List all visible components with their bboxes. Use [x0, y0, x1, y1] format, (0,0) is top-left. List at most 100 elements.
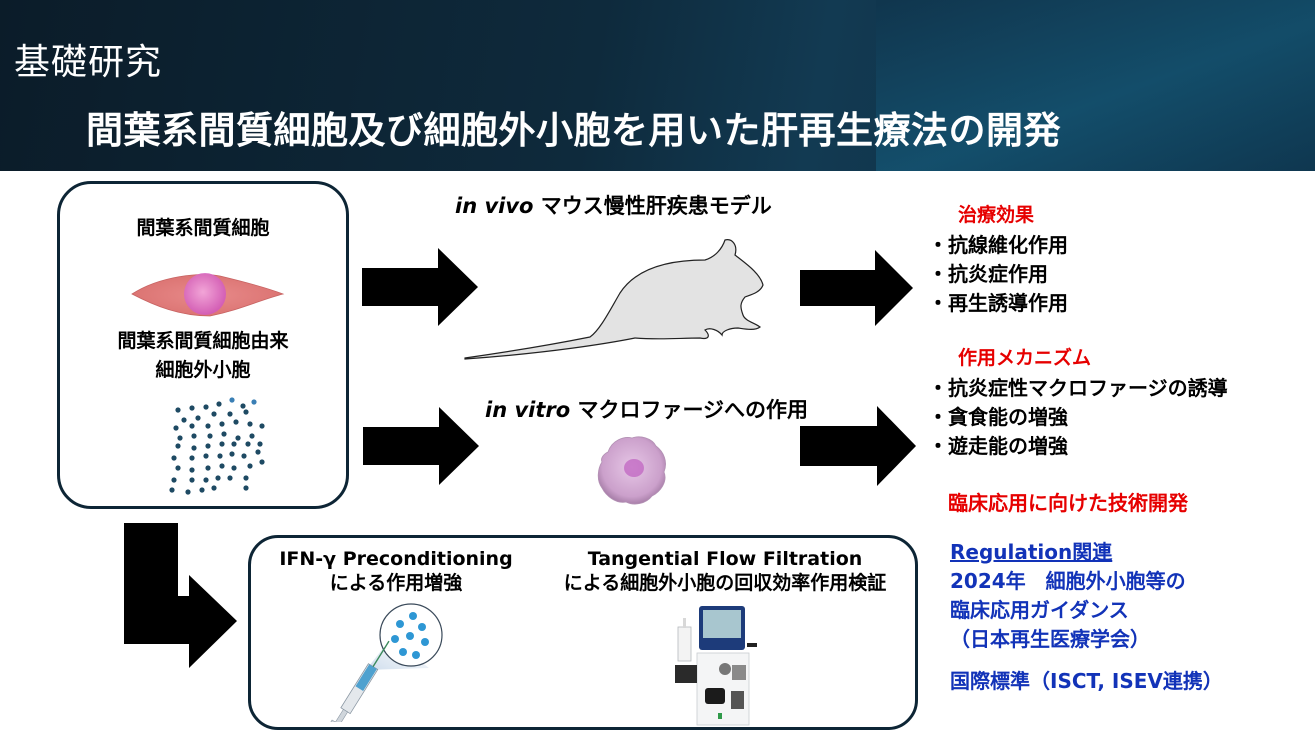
vesicle-dot [189, 467, 195, 473]
therapeutic-effects-section: 治療効果 [958, 200, 1034, 227]
vesicle-dot [175, 465, 181, 471]
vesicle-dot [259, 459, 265, 465]
vesicle-dot [195, 415, 201, 421]
vesicle-dot [189, 455, 195, 461]
regulation-heading: Regulation関連 [950, 540, 1113, 564]
vesicle-dot [205, 423, 211, 429]
vesicle-dot [251, 399, 257, 405]
vesicle-dot [171, 477, 177, 483]
header-accent-panel [876, 0, 1315, 171]
section-label: 基礎研究 [14, 42, 163, 83]
vesicle-dot [215, 475, 221, 481]
regulation-line2: 臨床応用ガイダンス [950, 598, 1129, 622]
vesicle-dot [203, 453, 209, 459]
vesicle-dot [231, 441, 237, 447]
international-standards: 国際標準（ISCT, ISEV連携） [950, 669, 1223, 693]
ifn-title-line1: IFN-γ Preconditioning [279, 548, 513, 570]
header-banner: 基礎研究 間葉系間質細胞及び細胞外小胞を用いた肝再生療法の開発 [0, 0, 1315, 171]
vesicle-dot [205, 465, 211, 471]
in-vitro-label: in vitro マクロファージへの作用 [485, 394, 808, 424]
vesicle-dot [219, 463, 225, 469]
vesicle-dot [227, 475, 233, 481]
list-item: ・抗炎症性マクロファージの誘導 [928, 376, 1228, 400]
vesicle-dot [221, 431, 227, 437]
in-vivo-prefix: in vivo [455, 194, 534, 218]
vesicle-dot [243, 409, 249, 415]
vesicle-dot [241, 453, 247, 459]
arrow-to-in-vivo [362, 248, 478, 326]
regulation-line1: 2024年 細胞外小胞等の [950, 569, 1186, 593]
vesicle-dot [245, 441, 251, 447]
vesicle-dot [177, 435, 183, 441]
tff-title-line2: による細胞外小胞の回収効率作用検証 [563, 572, 887, 594]
vesicle-dot [233, 419, 239, 425]
mechanism-heading: 作用メカニズム [958, 347, 1092, 369]
vesicle-dot [189, 477, 195, 483]
vesicle-dot [199, 487, 205, 493]
clinical-heading: 臨床応用に向けた技術開発 [948, 491, 1188, 515]
vesicle-dot [235, 435, 241, 441]
arrow-to-therapeutic-effects [800, 250, 913, 326]
in-vivo-label: in vivo マウス慢性肝疾患モデル [455, 190, 772, 220]
vesicle-dot [191, 445, 197, 451]
vesicle-dot [175, 407, 181, 413]
vesicle-dot [216, 401, 222, 407]
vesicle-dot [189, 405, 195, 411]
vesicle-dot [257, 441, 263, 447]
vesicle-dot [169, 487, 175, 493]
arrow-to-mechanism [800, 406, 916, 486]
vesicle-dot [247, 463, 253, 469]
vesicle-dot [181, 417, 187, 423]
tff-instrument-icon [675, 606, 757, 726]
extracellular-vesicles-icon [169, 397, 265, 495]
list-item: ・遊走能の増強 [928, 434, 1068, 458]
list-item: ・貪食能の増強 [928, 405, 1068, 429]
source-materials-box: 間葉系間質細胞 間葉系間質細胞由来 細胞外小胞 [57, 181, 349, 509]
vesicle-dot [207, 433, 213, 439]
msc-label: 間葉系間質細胞 [136, 217, 270, 239]
ev-label-line2: 細胞外小胞 [155, 359, 251, 381]
mouse-icon [464, 239, 764, 360]
syringe-with-vesicles-icon [329, 603, 443, 722]
vesicle-dot [243, 485, 249, 491]
tff-title-line1: Tangential Flow Filtration [587, 548, 863, 570]
vesicle-dot [227, 411, 233, 417]
clinical-section: 臨床応用に向けた技術開発 [948, 487, 1188, 516]
vesicle-dot [173, 425, 179, 431]
vesicle-dot [219, 441, 225, 447]
in-vitro-prefix: in vitro [485, 398, 571, 422]
vesicle-dot [240, 403, 246, 409]
mechanism-list: ・抗炎症性マクロファージの誘導 ・貪食能の増強 ・遊走能の増強 [928, 374, 1228, 461]
arrow-to-in-vitro [363, 407, 479, 485]
vesicle-dot [217, 453, 223, 459]
page-title: 間葉系間質細胞及び細胞外小胞を用いた肝再生療法の開発 [86, 109, 1061, 152]
in-vitro-text: マクロファージへの作用 [570, 398, 809, 422]
therapeutic-list: ・抗線維化作用 ・抗炎症作用 ・再生誘導作用 [928, 231, 1068, 318]
vesicle-dot [175, 443, 181, 449]
ev-label-line1: 間葉系間質細胞由来 [117, 330, 289, 352]
regulation-line3: （日本再生医療学会） [950, 627, 1150, 651]
list-item: ・抗線維化作用 [928, 233, 1068, 257]
vesicle-dot [255, 449, 261, 455]
vesicle-dot [185, 489, 191, 495]
vesicle-dot [249, 433, 255, 439]
vesicle-dot [203, 477, 209, 483]
vesicle-dot [247, 421, 253, 427]
macrophage-icon [597, 436, 666, 505]
vesicle-dot [259, 423, 265, 429]
vesicle-dot [189, 423, 195, 429]
tff-title: Tangential Flow Filtration による細胞外小胞の回収効率… [535, 547, 915, 595]
vesicle-dot [229, 397, 235, 403]
therapeutic-heading: 治療効果 [958, 204, 1035, 226]
technology-box: IFN-γ Preconditioning による作用増強 Tangential… [248, 535, 918, 730]
in-vivo-text: マウス慢性肝疾患モデル [533, 194, 772, 218]
ifn-title: IFN-γ Preconditioning による作用増強 [267, 547, 525, 595]
vesicle-dot [205, 443, 211, 449]
vesicle-dot [171, 455, 177, 461]
vesicle-dot [231, 465, 237, 471]
vesicle-dot [229, 451, 235, 457]
mesenchymal-cell-icon [131, 273, 285, 317]
vesicle-dot [243, 475, 249, 481]
list-item: ・抗炎症作用 [928, 262, 1048, 286]
regulation-section: Regulation関連 2024年 細胞外小胞等の 臨床応用ガイダンス （日本… [950, 538, 1223, 696]
